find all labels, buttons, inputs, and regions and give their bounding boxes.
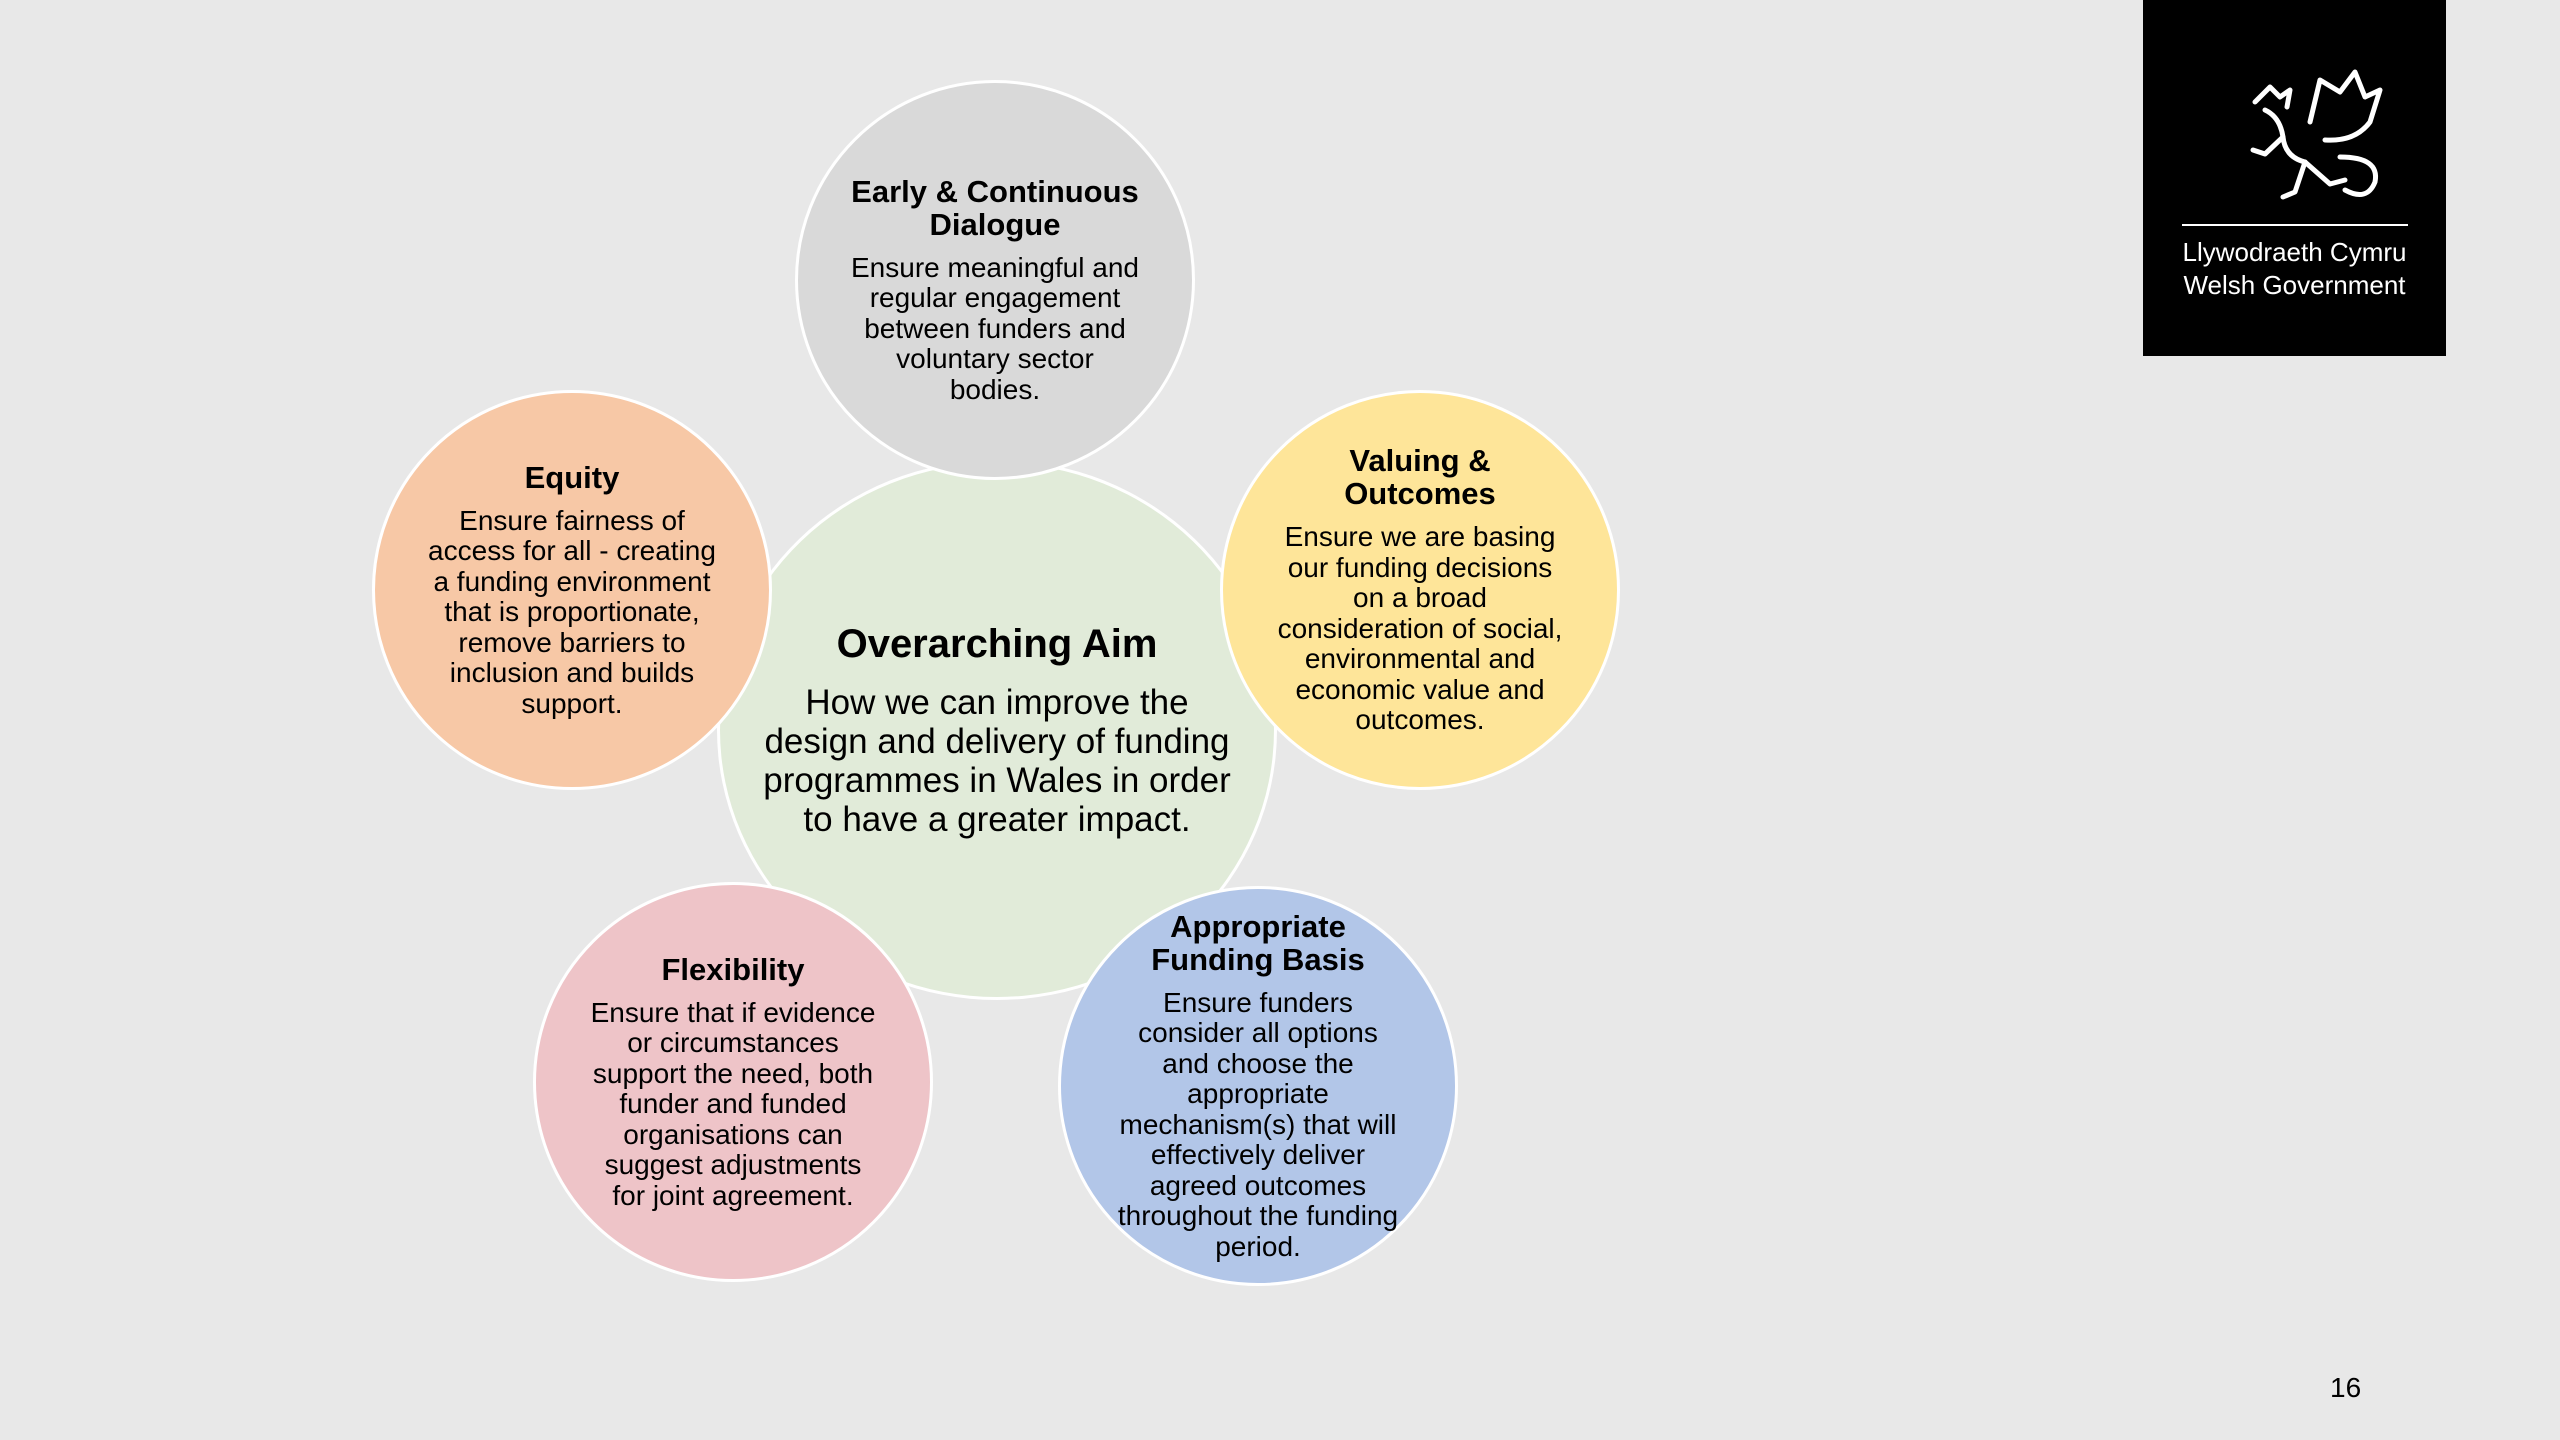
valuing-title: Valuing & Outcomes (1344, 443, 1496, 512)
funding-basis-circle: Appropriate Funding Basis Ensure funders… (1058, 886, 1458, 1286)
overarching-aim-title: Overarching Aim (836, 622, 1158, 666)
flexibility-text: Ensure that if evidence or circumstances… (590, 996, 876, 1211)
funding-basis-text: Ensure funders consider all options and … (1117, 986, 1399, 1262)
page-number: 16 (2330, 1372, 2362, 1403)
logo-divider (2181, 224, 2408, 226)
equity-text: Ensure fairness of access for all - crea… (428, 504, 716, 719)
equity-title: Equity (524, 459, 620, 495)
equity-circle: Equity Ensure fairness of access for all… (372, 390, 772, 790)
flexibility-title: Flexibility (661, 951, 805, 987)
dialogue-title: Early & Continuous Dialogue (851, 173, 1139, 242)
logo-english-name: Welsh Government (2183, 270, 2406, 300)
valuing-text: Ensure we are basing our funding decisio… (1277, 521, 1563, 736)
dialogue-circle: Early & Continuous Dialogue Ensure meani… (795, 80, 1195, 480)
flexibility-circle: Flexibility Ensure that if evidence or c… (533, 882, 933, 1282)
dialogue-text: Ensure meaningful and regular engagement… (851, 251, 1139, 405)
valuing-circle: Valuing & Outcomes Ensure we are basing … (1220, 390, 1620, 790)
welsh-government-logo: Llywodraeth Cymru Welsh Government (2143, 0, 2446, 356)
funding-basis-title: Appropriate Funding Basis (1151, 908, 1365, 977)
overarching-aim-text: How we can improve the design and delive… (763, 683, 1231, 839)
logo-welsh-name: Llywodraeth Cymru (2182, 237, 2407, 267)
welsh-dragon-icon (2250, 69, 2382, 200)
